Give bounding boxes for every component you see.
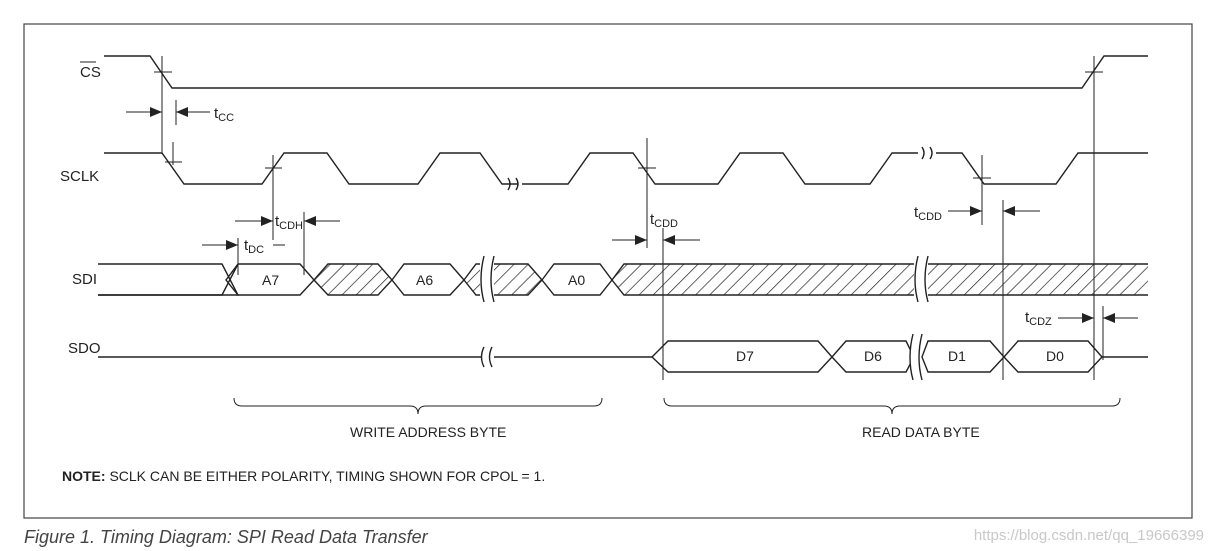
tdc-annotation: tDC (202, 237, 285, 275)
sdi-waveform (98, 255, 1148, 303)
tcdd-annotation-1: tCDD (612, 211, 700, 380)
cs-waveform (104, 55, 1148, 89)
svg-text:tCDD: tCDD (914, 204, 942, 223)
read-byte-label: READ DATA BYTE (862, 424, 980, 440)
sclk-break-2 (921, 146, 933, 160)
svg-text:tDC: tDC (244, 237, 264, 256)
sdo-bit-d1: D1 (948, 348, 966, 364)
svg-text:tCC: tCC (214, 105, 234, 124)
svg-text:tCDH: tCDH (275, 213, 303, 232)
sdo-bit-d6: D6 (864, 348, 882, 364)
svg-text:tCDZ: tCDZ (1025, 309, 1052, 328)
write-byte-bracket (233, 397, 603, 415)
watermark: https://blog.csdn.net/qq_19666399 (973, 527, 1204, 544)
sdo-waveform (98, 333, 1148, 381)
tcdh-annotation: tCDH (235, 212, 340, 275)
sclk-waveform (104, 152, 518, 185)
sdo-bit-d7: D7 (736, 348, 754, 364)
sclk-break-1 (507, 177, 519, 191)
sclk-label: SCLK (60, 168, 99, 185)
sdo-bit-d0: D0 (1046, 348, 1064, 364)
sdi-bit-a7: A7 (262, 272, 279, 288)
diagram-frame (23, 23, 1193, 519)
figure-caption: Figure 1. Timing Diagram: SPI Read Data … (24, 527, 428, 547)
sdo-label: SDO (68, 340, 101, 357)
sdi-bit-a0: A0 (568, 272, 585, 288)
write-byte-label: WRITE ADDRESS BYTE (350, 424, 506, 440)
sdi-cell-a7 (225, 263, 315, 296)
tcdz-annotation: tCDZ (1025, 306, 1138, 360)
cs-label: CS (80, 64, 101, 81)
svg-text:tCDD: tCDD (650, 211, 678, 230)
sdi-bit-a6: A6 (416, 272, 433, 288)
tcc-annotation: tCC (126, 100, 234, 125)
read-byte-bracket (663, 397, 1121, 415)
note: NOTE: SCLK CAN BE EITHER POLARITY, TIMIN… (62, 468, 545, 484)
sdi-label: SDI (72, 271, 97, 288)
